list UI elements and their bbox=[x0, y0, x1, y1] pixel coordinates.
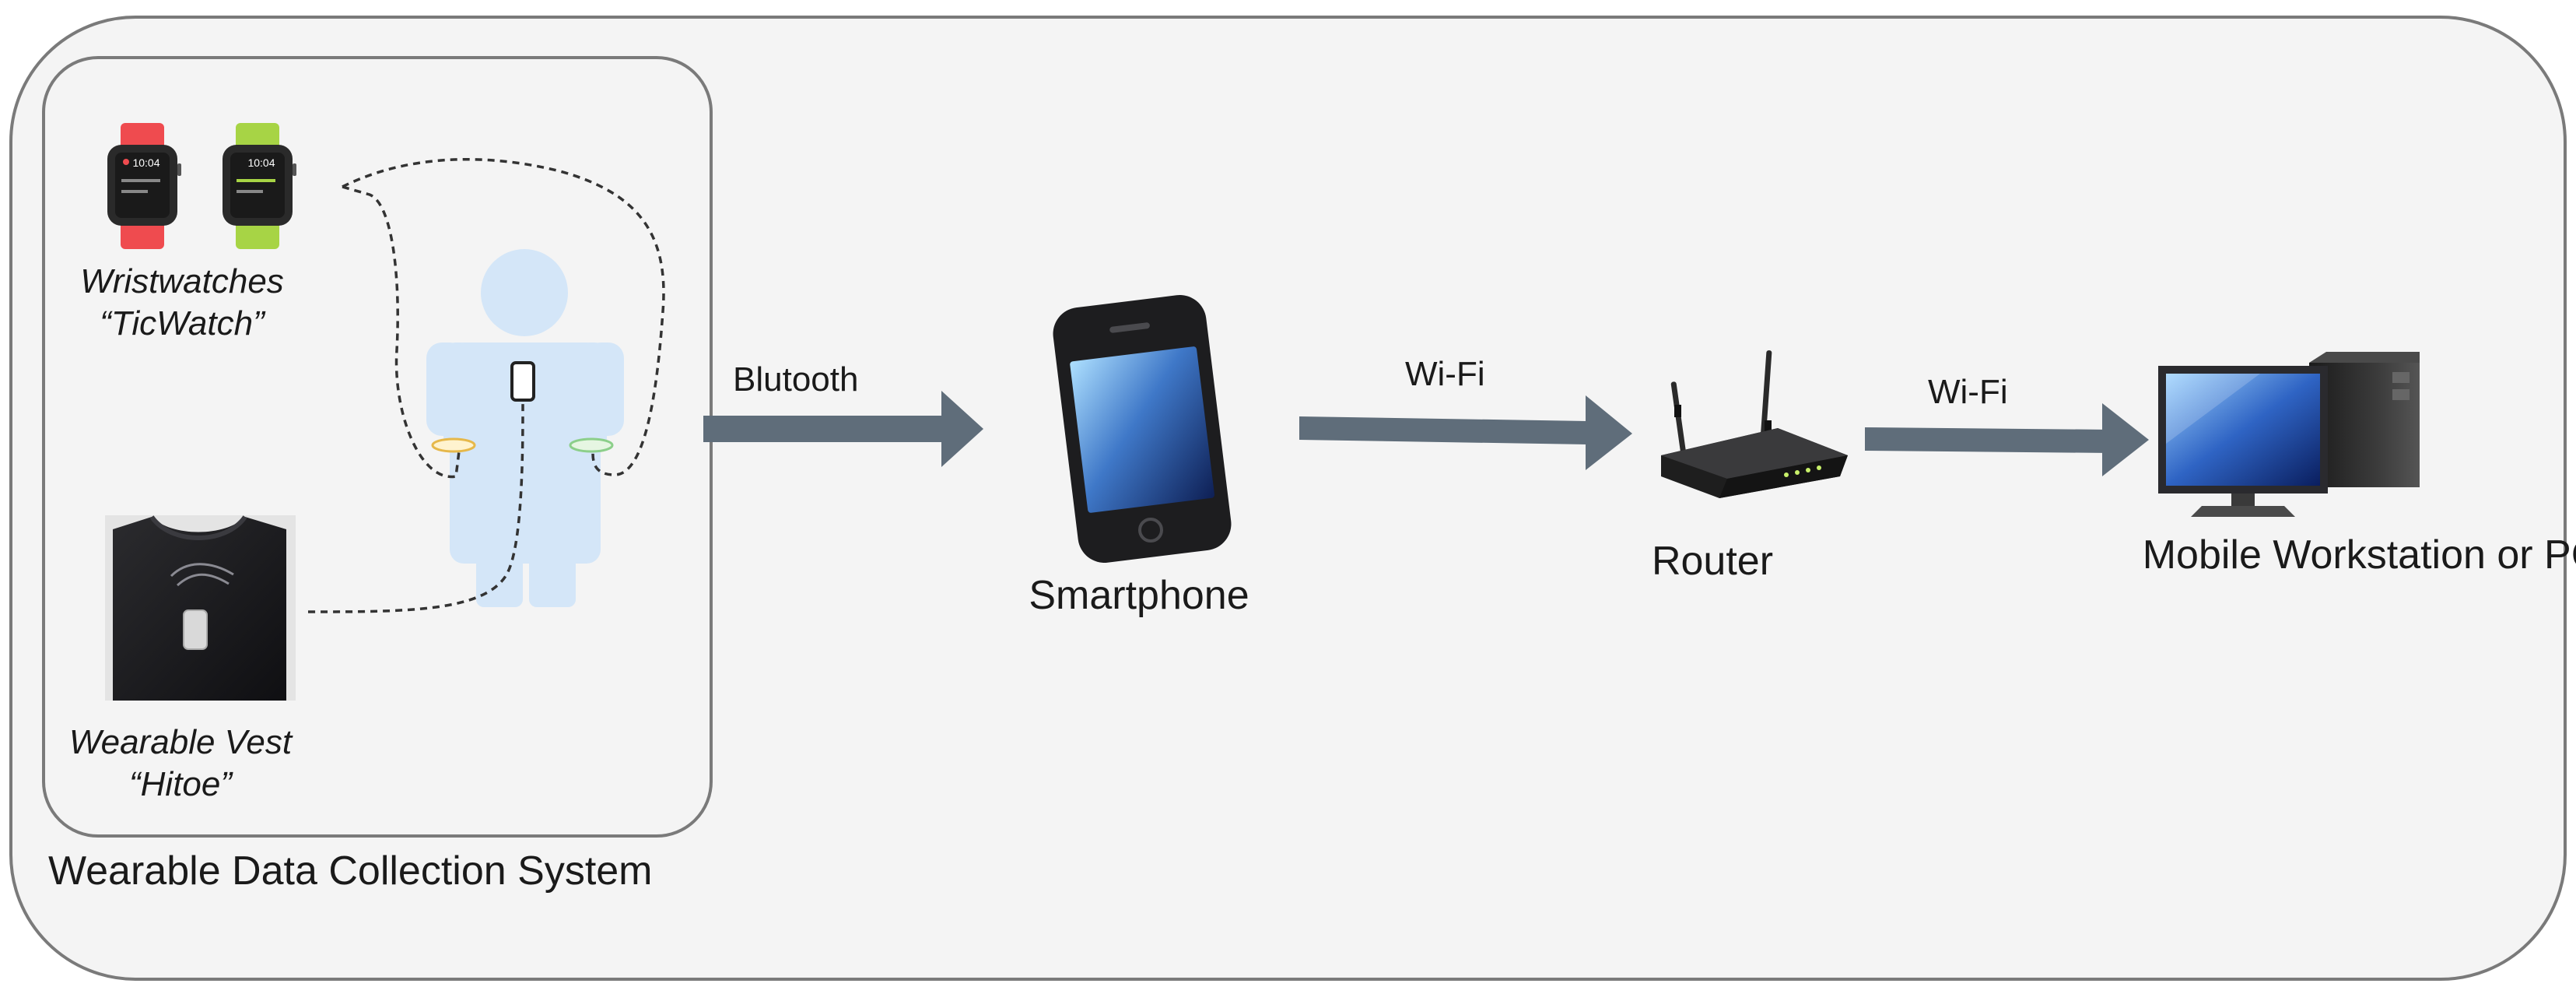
wifi-label-1: Wi-Fi bbox=[1405, 355, 1485, 393]
vest-label-line2: “Hitoe” bbox=[129, 765, 233, 803]
wearable-connectors bbox=[307, 157, 665, 613]
vest-label-line1: Wearable Vest bbox=[69, 723, 293, 761]
wifi-label-2: Wi-Fi bbox=[1928, 373, 2008, 411]
wrist-sensor-right-icon bbox=[569, 437, 614, 453]
smartphone-icon bbox=[1053, 295, 1232, 563]
phone-on-body-icon bbox=[510, 361, 535, 402]
watch-time-right: 10:04 bbox=[247, 156, 275, 169]
smartphone-label: Smartphone bbox=[1029, 573, 1249, 618]
bluetooth-label: Blutooth bbox=[733, 360, 858, 399]
router-label: Router bbox=[1652, 539, 1773, 584]
system-label: Wearable Data Collection System bbox=[48, 848, 653, 894]
wifi-arrow-router-workstation bbox=[1865, 403, 2149, 476]
wristwatch-label-line2: “TicWatch” bbox=[100, 304, 266, 342]
body-figure-icon bbox=[426, 249, 624, 607]
bluetooth-arrow bbox=[703, 391, 983, 467]
router-icon bbox=[1661, 350, 1848, 498]
wifi-arrow-phone-router bbox=[1299, 395, 1632, 470]
wristwatch-icon: 10:04 10:04 bbox=[107, 123, 296, 249]
wearable-vest-icon bbox=[105, 515, 296, 701]
wristwatch-label-line1: Wristwatches bbox=[80, 262, 284, 300]
watch-time-left: 10:04 bbox=[132, 156, 159, 169]
workstation-icon bbox=[2158, 352, 2420, 517]
workstation-label: Mobile Workstation or PC bbox=[2143, 532, 2576, 578]
wrist-sensor-left-icon bbox=[431, 437, 476, 453]
